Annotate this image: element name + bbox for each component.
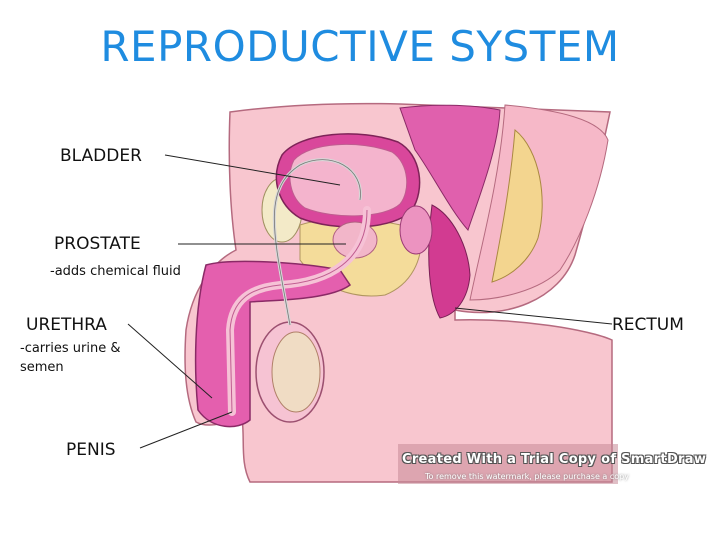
watermark-text: Created With a Trial Copy of SmartDraw — [402, 452, 707, 467]
watermark-subtext: To remove this watermark, please purchas… — [425, 472, 629, 481]
watermark-box — [398, 444, 618, 484]
urethra-leader — [127, 323, 213, 399]
rectum-label: RECTUM — [612, 315, 684, 335]
vas-deferens-outline — [273, 159, 361, 326]
penis-leader — [139, 411, 233, 449]
urethra-line — [229, 209, 368, 413]
bladder-leader — [164, 154, 341, 186]
urethra-description-line1: -carries urine & — [20, 341, 121, 356]
sacrum — [491, 129, 543, 283]
prostate-description: -adds chemical fluid — [50, 264, 181, 279]
prostate-label: PROSTATE — [54, 234, 141, 254]
rectum-leader — [454, 307, 613, 325]
page-title: REPRODUCTIVE SYSTEM — [100, 22, 620, 71]
bladder-lumen — [289, 144, 408, 217]
testis-inner — [271, 331, 321, 413]
rectum-shape — [428, 204, 471, 319]
bladder-label: BLADDER — [60, 146, 142, 166]
urethra-description-line2: semen — [20, 360, 64, 375]
urethra-label: URETHRA — [26, 315, 107, 335]
intestine-region — [399, 104, 501, 231]
seminal-vesicle — [399, 205, 433, 255]
penis-label: PENIS — [66, 440, 116, 460]
